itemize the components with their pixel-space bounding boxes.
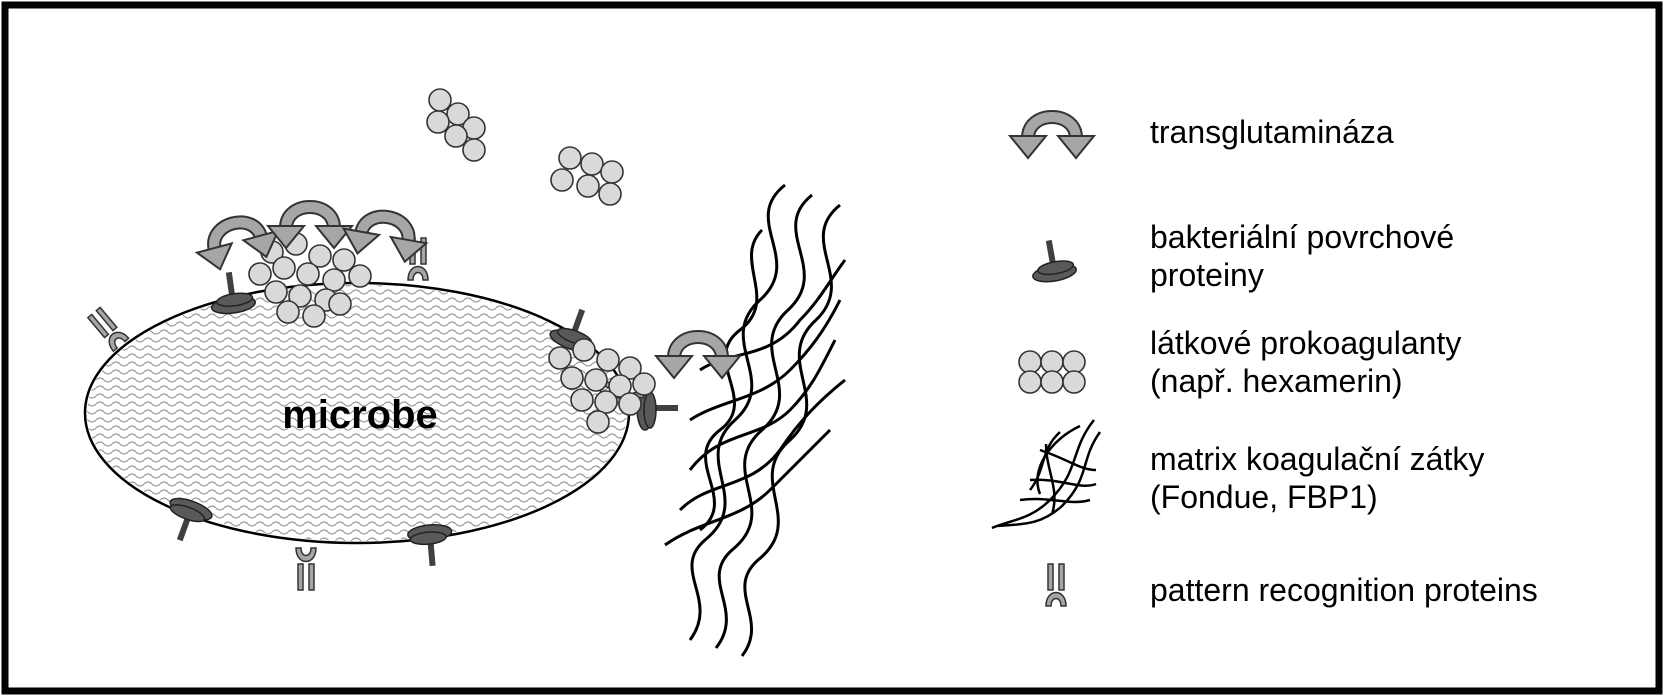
- microbe-cell: microbe: [85, 283, 629, 543]
- legend-label-surface-proteins: bakteriální povrchové proteiny: [1150, 218, 1454, 294]
- procoagulant-icon: [1019, 351, 1085, 393]
- legend-label-transglutaminase: transglutamináza: [1150, 113, 1394, 151]
- legend-label-pattern-recognition: pattern recognition proteins: [1150, 571, 1538, 609]
- microbe-label: microbe: [282, 393, 438, 437]
- legend-label-procoagulants: látkové prokoagulanty (např. hexamerin): [1150, 324, 1461, 400]
- legend-label-clot-matrix: matrix koagulační zátky (Fondue, FBP1): [1150, 440, 1484, 516]
